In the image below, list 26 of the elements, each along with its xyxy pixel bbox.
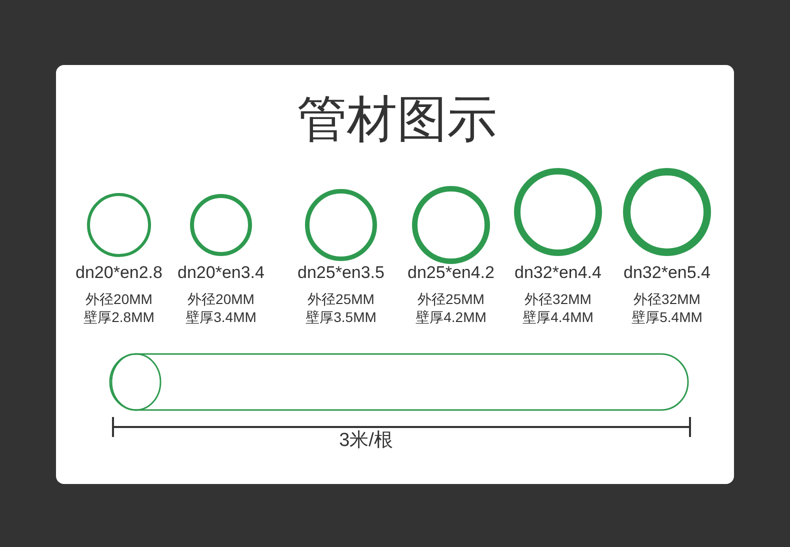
size-label: dn32*en4.4 [514, 264, 602, 283]
diameter-label: 外径25MM [308, 292, 374, 308]
pipe-cross-section [623, 168, 711, 256]
diameter-label: 外径32MM [524, 292, 592, 308]
length-label: 3米/根 [339, 431, 393, 452]
pipe-cross-section [412, 186, 490, 264]
thickness-label: 壁厚5.4MM [632, 310, 702, 326]
pipe-cross-section [514, 168, 602, 256]
thickness-label: 壁厚4.2MM [416, 310, 486, 326]
title: 管材图示 [297, 92, 497, 147]
size-label: dn20*en2.8 [76, 264, 162, 283]
pipe-cross-section [305, 189, 377, 261]
diameter-label: 外径25MM [418, 292, 484, 308]
pipe-cross-section [87, 193, 151, 257]
thickness-label: 壁厚3.4MM [186, 310, 256, 326]
diameter-label: 外径20MM [188, 292, 254, 308]
size-label: dn32*en5.4 [624, 264, 710, 283]
size-label: dn25*en3.5 [298, 264, 384, 283]
thickness-label: 壁厚3.5MM [306, 310, 376, 326]
size-label: dn25*en4.2 [408, 264, 494, 283]
thickness-label: 壁厚4.4MM [522, 310, 594, 326]
thickness-label: 壁厚2.8MM [84, 310, 154, 326]
diameter-label: 外径20MM [86, 292, 152, 308]
pipe-cross-section [190, 194, 252, 256]
size-label: dn20*en3.4 [178, 264, 264, 283]
diameter-label: 外径32MM [634, 292, 700, 308]
